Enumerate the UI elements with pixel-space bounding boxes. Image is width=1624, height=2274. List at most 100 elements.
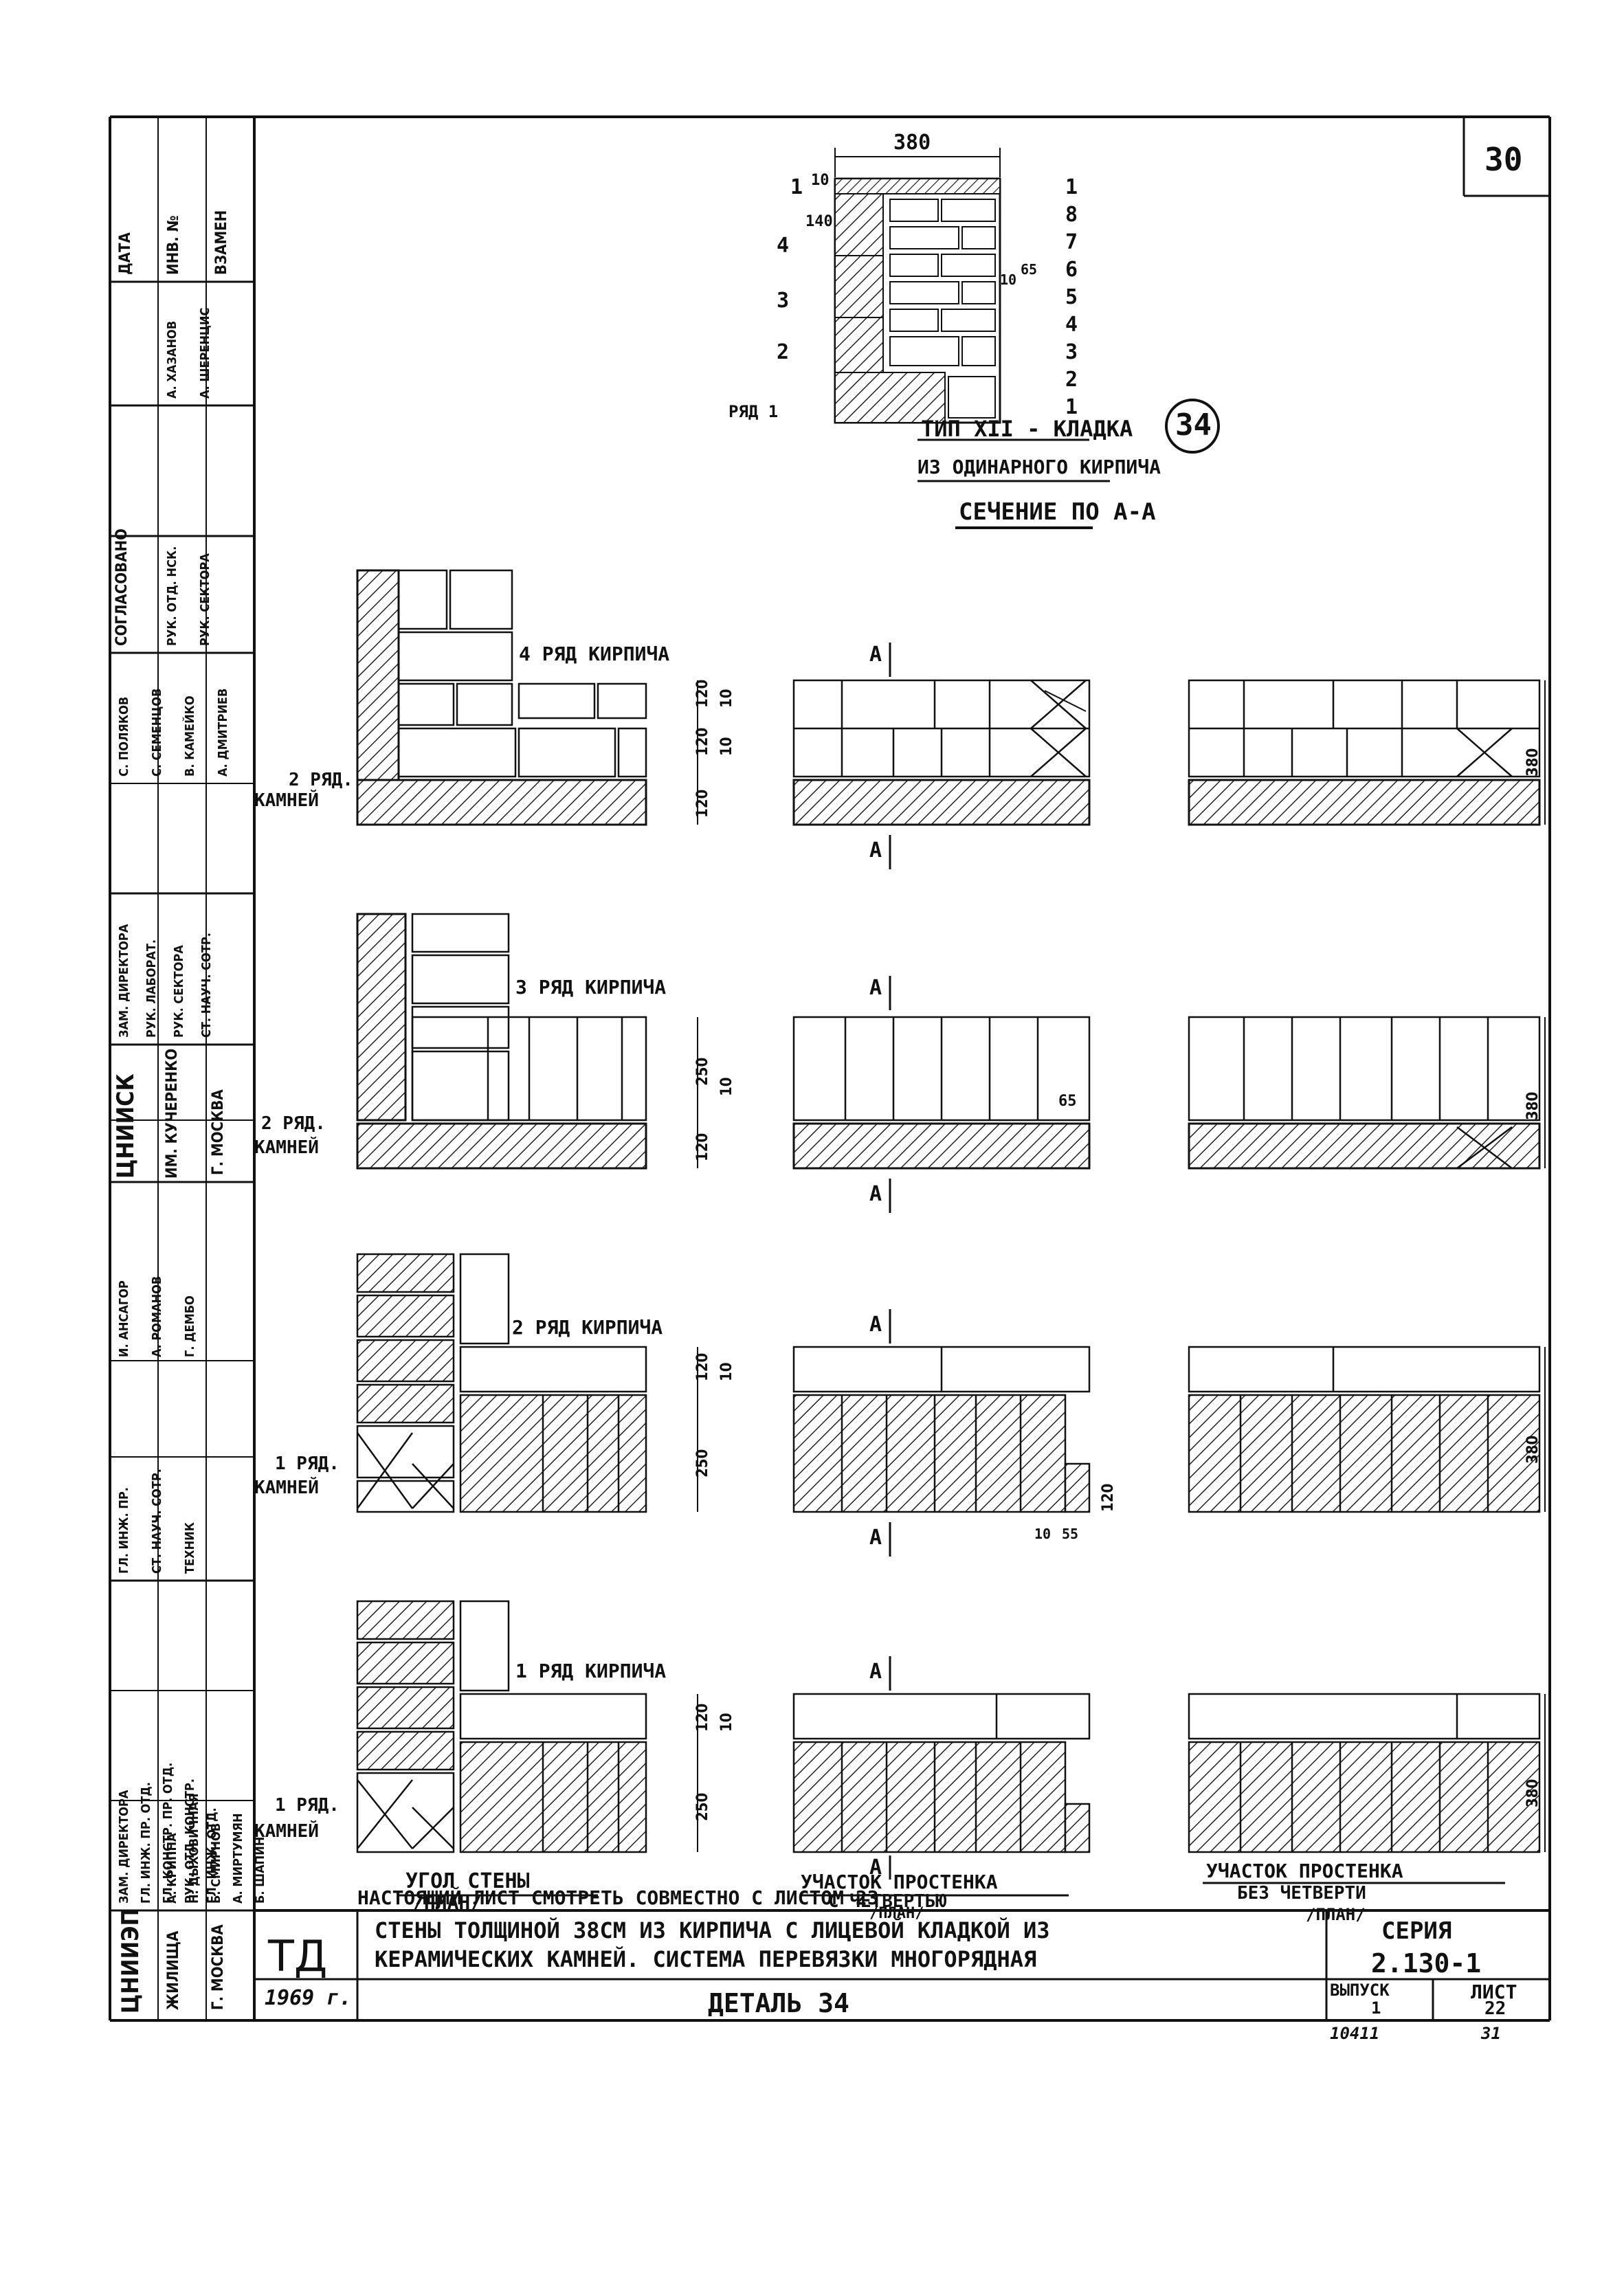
stamp-roles-c-entry: СТ. НАУЧ. СОТР. (199, 933, 214, 1038)
row1-dim-right: 380 (1524, 748, 1542, 777)
section-mark: А (869, 1526, 882, 1550)
row3-dim-3: 250 (694, 1449, 711, 1478)
section-row-label: РЯД 1 (728, 402, 779, 421)
section-row-left-3: 3 (777, 289, 790, 313)
stamp-roles-a-entry: ГЛ. ИНЖ. ПР. ОТД. (139, 1782, 153, 1904)
section-mark: А (869, 1855, 882, 1880)
below-left-number: 10411 (1330, 2024, 1380, 2043)
section-row-left-1: 1 (790, 175, 803, 199)
stamp-org-bottom-2: ЖИЛИЩА (165, 1930, 182, 2010)
detail-marker: 34 (1175, 408, 1212, 443)
title-detail: ДЕТАЛЬ 34 (708, 1988, 849, 2018)
section-detail (834, 148, 1220, 529)
row3-dim-2: 10 (718, 1362, 735, 1381)
row2-brick-label: 3 РЯД КИРПИЧА (515, 976, 667, 999)
stamp-roles-c-entry: РУК. ЛАБОРАТ. (144, 939, 159, 1038)
row2-dim-right: 380 (1524, 1091, 1542, 1120)
section-title: СЕЧЕНИЕ ПО А-А (959, 498, 1156, 526)
section-mark: А (869, 1313, 882, 1337)
row1-dim-2: 10 (718, 689, 735, 708)
row2-dim-1: 250 (694, 1057, 711, 1086)
row4-stone-label-2: КАМНЕЙ (254, 1821, 319, 1842)
section-row-right-number: 1 (1065, 175, 1078, 199)
stamp-org-middle-1: ЦНИИСК (112, 1073, 140, 1179)
row4-dim-2: 10 (718, 1713, 735, 1732)
row1-drawings (356, 569, 1546, 869)
stamp-agreed: СОГЛАСОВАНО (113, 528, 131, 646)
row3-drawings (356, 1253, 1546, 1557)
stamp-names-b-entry: А. РОМАНОВ (150, 1275, 164, 1357)
row3-brick-label: 2 РЯД КИРПИЧА (512, 1316, 663, 1339)
row1-dim-5: 120 (694, 789, 711, 818)
section-width-dim: 380 (893, 131, 931, 155)
stamp-names-b-entry: И. АНСАГОР (117, 1280, 131, 1357)
row3-dim-right: 380 (1524, 1435, 1542, 1464)
row4-drawings (356, 1600, 1546, 1880)
stamp-col-date: ДАТА (117, 232, 134, 275)
section-row-right-number: 2 (1065, 368, 1078, 392)
caption-pier-sub2: /ПЛАН/ (1306, 1905, 1366, 1924)
caption-pier-quarter-title: УЧАСТОК ПРОСТЕНКА (801, 1871, 998, 1893)
row1-dim-3: 120 (694, 727, 711, 756)
caption-pier-title: УЧАСТОК ПРОСТЕНКА (1206, 1860, 1403, 1882)
title-logo: ТД (268, 1931, 328, 1981)
type-subtitle: ИЗ ОДИНАРНОГО КИРПИЧА (917, 456, 1161, 478)
below-right-number: 31 (1481, 2024, 1501, 2043)
section-row-right-number: 8 (1065, 203, 1078, 227)
type-title: ТИП XII - КЛАДКА (921, 416, 1133, 442)
section-mark: А (869, 643, 882, 667)
row3-dim-bottom-2: 55 (1062, 1526, 1079, 1542)
issue-value: 1 (1371, 1998, 1381, 2018)
sheet-frame (109, 115, 1551, 2022)
row3-dim-mid: 120 (1100, 1483, 1117, 1512)
title-year: 1969 г. (265, 1986, 352, 2010)
stamp-names-c-entry: С. СЕМЕНЦОВ (150, 688, 164, 777)
row2-drawings (356, 913, 1546, 1213)
stamp-names-a-entry: Б. ШАПИН (253, 1836, 267, 1904)
section-row-right-number: 6 (1065, 258, 1078, 282)
row4-dim-right: 380 (1524, 1779, 1542, 1807)
caption-pier-quarter-sub2: /ПЛАН/ (869, 1905, 924, 1922)
stamp-col-inv: ИНВ. № (165, 215, 182, 275)
row4-dim-3: 250 (694, 1792, 711, 1821)
row3-dim-bottom-1: 10 (1034, 1526, 1052, 1542)
stamp-org-bottom-3: Г. МОСКВА (210, 1924, 227, 2010)
row3-dim-1: 120 (694, 1352, 711, 1381)
row2-dim-3: 120 (694, 1133, 711, 1161)
stamp-names-c-entry: В. КАМЕЙКО (183, 695, 197, 777)
stamp-names-d-entry: А. ШЕРЕНЦИС (198, 307, 212, 399)
stamp-org-bottom-1: ЦНИИЭП (117, 1908, 144, 2014)
section-row-right-number: 7 (1065, 230, 1078, 254)
row1-stone-label-2: КАМНЕЙ (254, 790, 319, 811)
section-mark: А (869, 1182, 882, 1206)
stamp-roles-b-entry: СТ. НАУЧ. СОТР. (150, 1469, 164, 1574)
stamp-names-a-entry: А. КРИППА (165, 1833, 179, 1904)
stamp-names-a-entry: А. МИРТУМЯН (231, 1813, 245, 1904)
stamp-roles-c-entry: ЗАМ. ДИРЕКТОРА (117, 924, 131, 1038)
stamp-names-a-entry: Н. ДЫХОВИЧНАЯ (187, 1793, 201, 1904)
series-value: 2.130-1 (1371, 1948, 1482, 1978)
row4-stone-label-1: 1 РЯД. (275, 1795, 340, 1816)
row4-dim-1: 120 (694, 1703, 711, 1732)
issue-label: ВЫПУСК (1330, 1981, 1390, 2000)
stamp-col-replace: ВЗАМЕН (213, 210, 230, 275)
stamp-roles-d-entry: РУК. СЕКТОРА (198, 553, 212, 646)
title-line-2: КЕРАМИЧЕСКИХ КАМНЕЙ. СИСТЕМА ПЕРЕВЯЗКИ М… (375, 1946, 1037, 1972)
row1-dim-4: 10 (718, 737, 735, 756)
row1-stone-label-1: 2 РЯД. (289, 770, 353, 790)
section-dim-right-1: 10 (1000, 271, 1017, 288)
stamp-org-middle-2: ИМ. КУЧЕРЕНКО (164, 1048, 181, 1179)
stamp-names-d-entry: А. ХАЗАНОВ (165, 320, 179, 399)
stamp-names-c-entry: А. ДМИТРИЕВ (216, 688, 230, 777)
row1-brick-label: 4 РЯД КИРПИЧА (519, 643, 670, 665)
stamp-org-middle-3: Г. МОСКВА (210, 1089, 227, 1175)
caption-corner-sub: /ПЛАН/ (412, 1891, 482, 1914)
row2-stone-label-2: КАМНЕЙ (254, 1137, 319, 1158)
stamp-roles-b-entry: ТЕХНИК (183, 1522, 197, 1574)
caption-pier-quarter-sub1: С ЧЕТВЕРТЬЮ (828, 1891, 947, 1912)
section-mark: А (869, 838, 882, 862)
row2-stone-label-1: 2 РЯД. (261, 1113, 326, 1134)
stamp-roles-c-entry: РУК. СЕКТОРА (172, 945, 186, 1038)
stamp-roles-d-entry: РУК. ОТД. НСК. (165, 546, 179, 646)
